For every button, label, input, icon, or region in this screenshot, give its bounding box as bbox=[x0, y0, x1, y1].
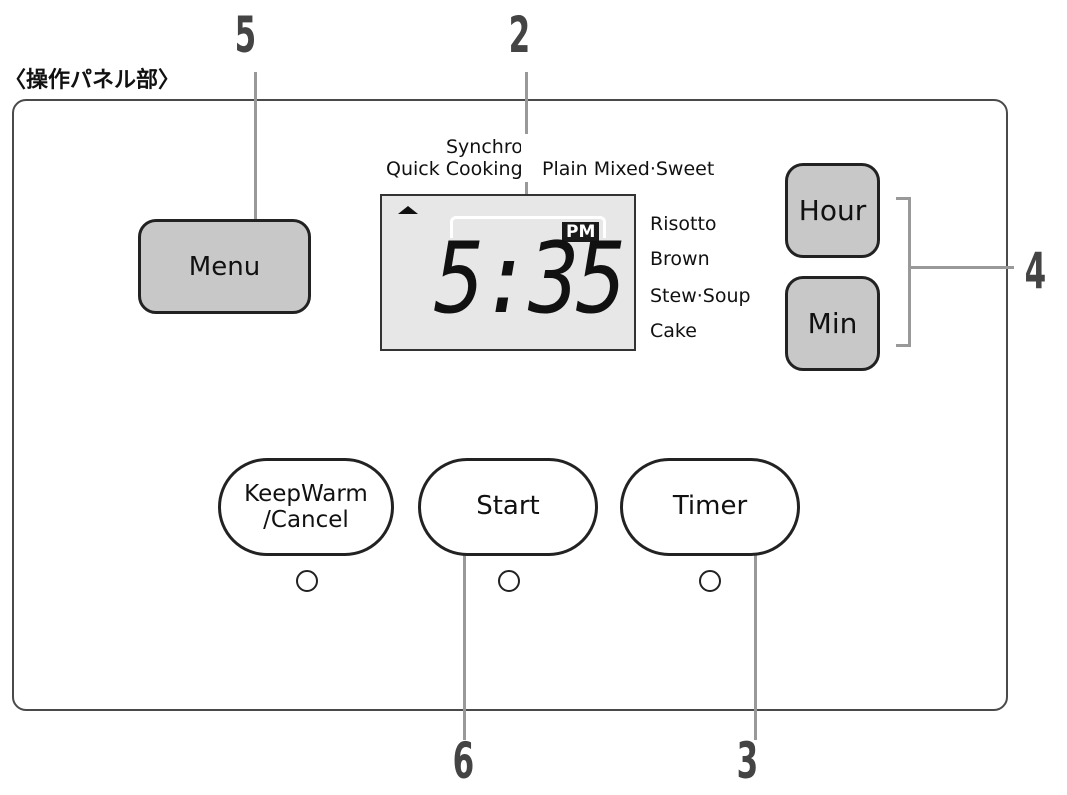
label-gap bbox=[521, 134, 531, 158]
callout-5: 5 bbox=[234, 6, 257, 64]
start-button[interactable]: Start bbox=[418, 458, 598, 556]
label-cake: Cake bbox=[650, 320, 697, 342]
lcd-highlight-bracket bbox=[450, 216, 606, 238]
label-brown: Brown bbox=[650, 248, 710, 270]
time-readout: 5:35 bbox=[434, 222, 627, 336]
label-plain: Plain bbox=[542, 158, 588, 180]
label-mixed-sweet: Mixed·Sweet bbox=[593, 158, 715, 180]
bracket-vertical bbox=[908, 197, 911, 347]
leader-line-6 bbox=[463, 540, 466, 740]
callout-3: 3 bbox=[736, 732, 759, 790]
callout-6: 6 bbox=[452, 732, 475, 790]
control-panel bbox=[12, 99, 1008, 711]
start-indicator-light bbox=[498, 570, 520, 592]
timer-button[interactable]: Timer bbox=[620, 458, 800, 556]
hour-button[interactable]: Hour bbox=[785, 163, 880, 258]
label-quick-cooking: Quick Cooking bbox=[386, 158, 523, 180]
leader-line-5 bbox=[254, 72, 257, 222]
bracket-bottom bbox=[896, 344, 911, 347]
menu-button[interactable]: Menu bbox=[138, 219, 311, 314]
label-gap bbox=[521, 158, 531, 182]
callout-4: 4 bbox=[1024, 242, 1047, 300]
keep-warm-cancel-button[interactable]: KeepWarm /Cancel bbox=[218, 458, 394, 556]
lcd-display: PM 5:35 bbox=[380, 194, 636, 351]
label-plain-mixed-sweet: Plain Mixed·Sweet bbox=[542, 158, 714, 180]
bracket-top bbox=[896, 197, 911, 200]
label-stew-soup: Stew·Soup bbox=[650, 285, 751, 307]
leader-line-4 bbox=[908, 266, 1014, 269]
timer-indicator-light bbox=[699, 570, 721, 592]
keep-warm-indicator-light bbox=[296, 570, 318, 592]
min-button[interactable]: Min bbox=[785, 276, 880, 371]
menu-indicator-icon bbox=[398, 206, 418, 214]
panel-heading: 〈操作パネル部〉 bbox=[4, 68, 181, 93]
label-risotto: Risotto bbox=[650, 213, 717, 235]
pm-indicator: PM bbox=[562, 222, 600, 242]
callout-2: 2 bbox=[508, 6, 531, 64]
leader-line-3 bbox=[754, 540, 757, 740]
label-synchro: Synchro bbox=[446, 136, 523, 158]
